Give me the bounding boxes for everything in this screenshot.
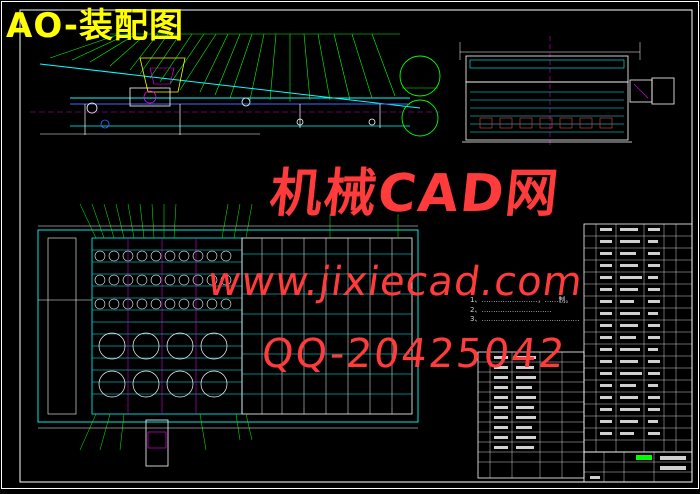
- note-line: 1、……………………，……制。: [470, 296, 573, 304]
- title-block: [583, 451, 693, 483]
- note-line: 3、……………………………………: [470, 315, 580, 323]
- parts-list-table: [477, 223, 693, 479]
- note-line: 2、…………………………: [470, 305, 552, 314]
- watermark-site-name: 机械CAD网: [266, 164, 563, 224]
- drawing-title: AO-装配图: [6, 6, 184, 46]
- plan-view: [37, 203, 419, 467]
- inner-frame: [19, 9, 693, 483]
- technical-notes: 1、……………………，……制。 2、………………………… 3、…………………………: [470, 296, 582, 325]
- watermark-qq: QQ-20425042: [259, 331, 569, 377]
- watermark-url: www.jixiecad.com: [204, 259, 587, 305]
- end-elevation-view: [459, 36, 675, 148]
- side-elevation-view: [30, 33, 441, 137]
